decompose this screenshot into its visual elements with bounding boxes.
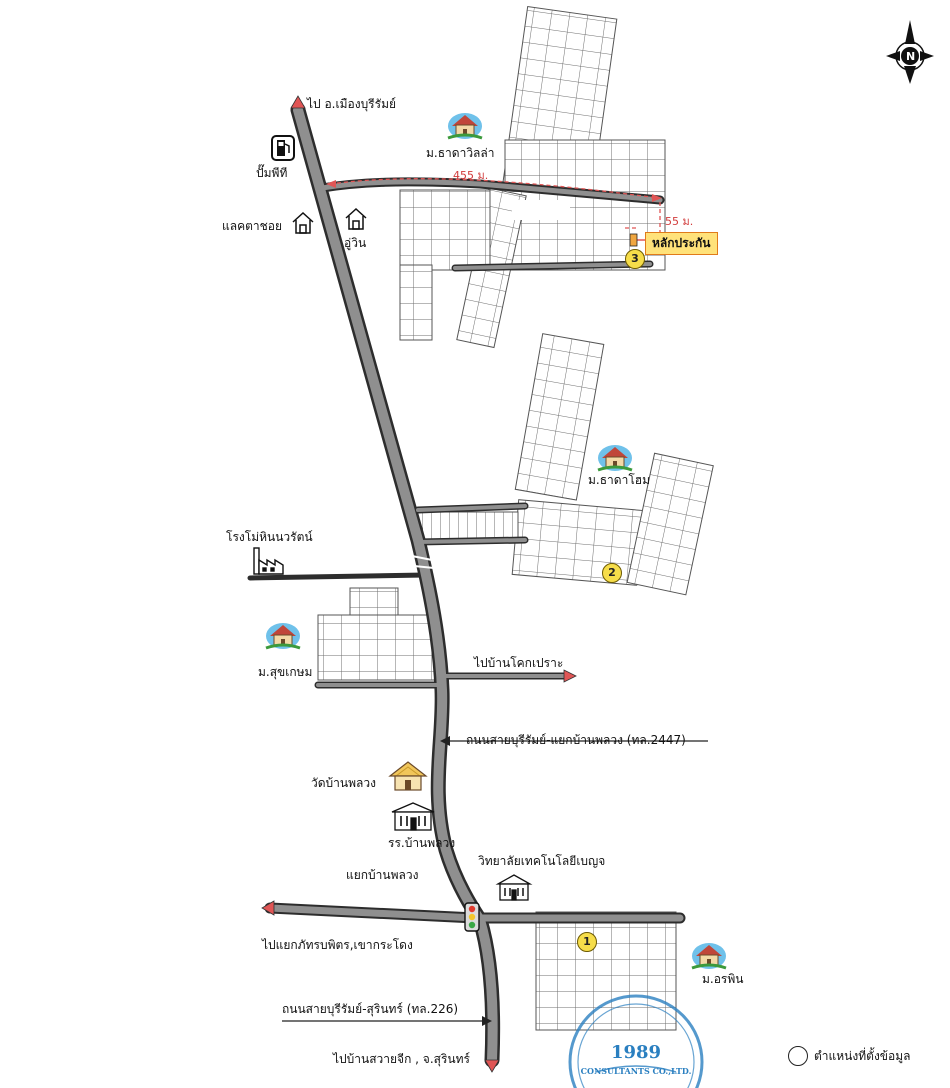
site-marker-2[interactable]: 2 [602, 563, 622, 583]
label-lkt-shop: แลคตาชอย [222, 219, 283, 233]
label-to-ban-khok-pro: ไปบ้านโคกเปราะ [474, 656, 564, 670]
label-thada-home: ม.ธาดาโฮม [588, 473, 650, 487]
company-stamp-ring [568, 994, 704, 1088]
label-oraphin: ม.อรพิน [702, 972, 744, 986]
stamp-year: 1989 [610, 1042, 662, 1063]
label-thada-villa: ม.ธาดาวิลล่า [426, 146, 495, 160]
village-house-icon [691, 943, 727, 970]
stake-plot [629, 233, 638, 247]
temple-icon [388, 761, 428, 791]
company-stamp: 1989 CONSULTANTS CO.,LTD. [566, 1000, 706, 1088]
distance-long: 455 ม. [453, 169, 489, 182]
fuel-pump-icon [271, 135, 295, 161]
label-temple: วัดบ้านพลวง [311, 776, 376, 790]
label-school: รร.บ้านพลวง [388, 836, 456, 850]
compass-icon [886, 20, 934, 84]
subdivision-thada-home [417, 333, 714, 596]
school-icon [391, 802, 435, 831]
label-intersection: แยกบ้านพลวง [346, 868, 419, 882]
direction-arrows [261, 95, 577, 1073]
label-college: วิทยาลัยเทคโนโลยีเบญจ [478, 854, 606, 868]
village-house-icon [597, 445, 633, 472]
house-outline-icon [345, 207, 367, 230]
map-legend: ตำแหน่งที่ตั้งข้อมูล [788, 1046, 910, 1066]
label-rice-mill: โรงโม่หินนวรัตน์ [226, 530, 313, 544]
traffic-light-icon [464, 902, 480, 932]
arrow-east [563, 669, 577, 683]
subdivision-suk-kasem [317, 587, 437, 681]
subdivision-oraphin [535, 911, 677, 1031]
village-house-icon [447, 113, 483, 140]
label-suk-kasem: ม.สุขเกษม [258, 665, 313, 679]
stamp-company-name: CONSULTANTS CO.,LTD. [580, 1066, 692, 1076]
site-marker-1[interactable]: 1 [577, 932, 597, 952]
legend-label: ตำแหน่งที่ตั้งข้อมูล [814, 1048, 911, 1063]
stake-label: หลักประกัน [645, 232, 718, 255]
site-marker-3[interactable]: 3 [625, 249, 645, 269]
distance-arrowheads [326, 180, 662, 202]
village-house-icon [265, 623, 301, 650]
subdivision-thada-villa [399, 6, 666, 349]
distance-short: 55 ม. [665, 215, 694, 228]
house-outline-icon [292, 211, 314, 234]
factory-icon [253, 547, 284, 575]
arrow-south [484, 1059, 500, 1073]
college-icon [495, 874, 533, 901]
label-auto-shop: อู่วิน [344, 236, 367, 250]
railway-crossing [411, 555, 435, 569]
label-to-prakhon-chai: ไปแยกภัทรบพิตร,เขากระโดง [262, 938, 413, 952]
label-pt-station: ปั๊มพีที [256, 166, 288, 180]
arrow-west [261, 900, 275, 916]
label-pointers [282, 740, 708, 1022]
label-highway-226: ถนนสายบุรีรัมย์-สุรินทร์ (ทล.226) [282, 1002, 459, 1016]
legend-circle-icon [788, 1046, 808, 1066]
distance-lines [329, 178, 661, 236]
compass-north-label: N [906, 50, 916, 63]
label-highway-2447: ถนนสายบุรีรัมย์-แยกบ้านพลวง (ทล.2447) [466, 733, 686, 747]
label-to-mueang-buriram: ไป อ.เมืองบุรีรัมย์ [307, 97, 397, 111]
label-to-surin: ไปบ้านสวายจีก , จ.สุรินทร์ [333, 1052, 470, 1066]
arrow-north [290, 95, 306, 109]
